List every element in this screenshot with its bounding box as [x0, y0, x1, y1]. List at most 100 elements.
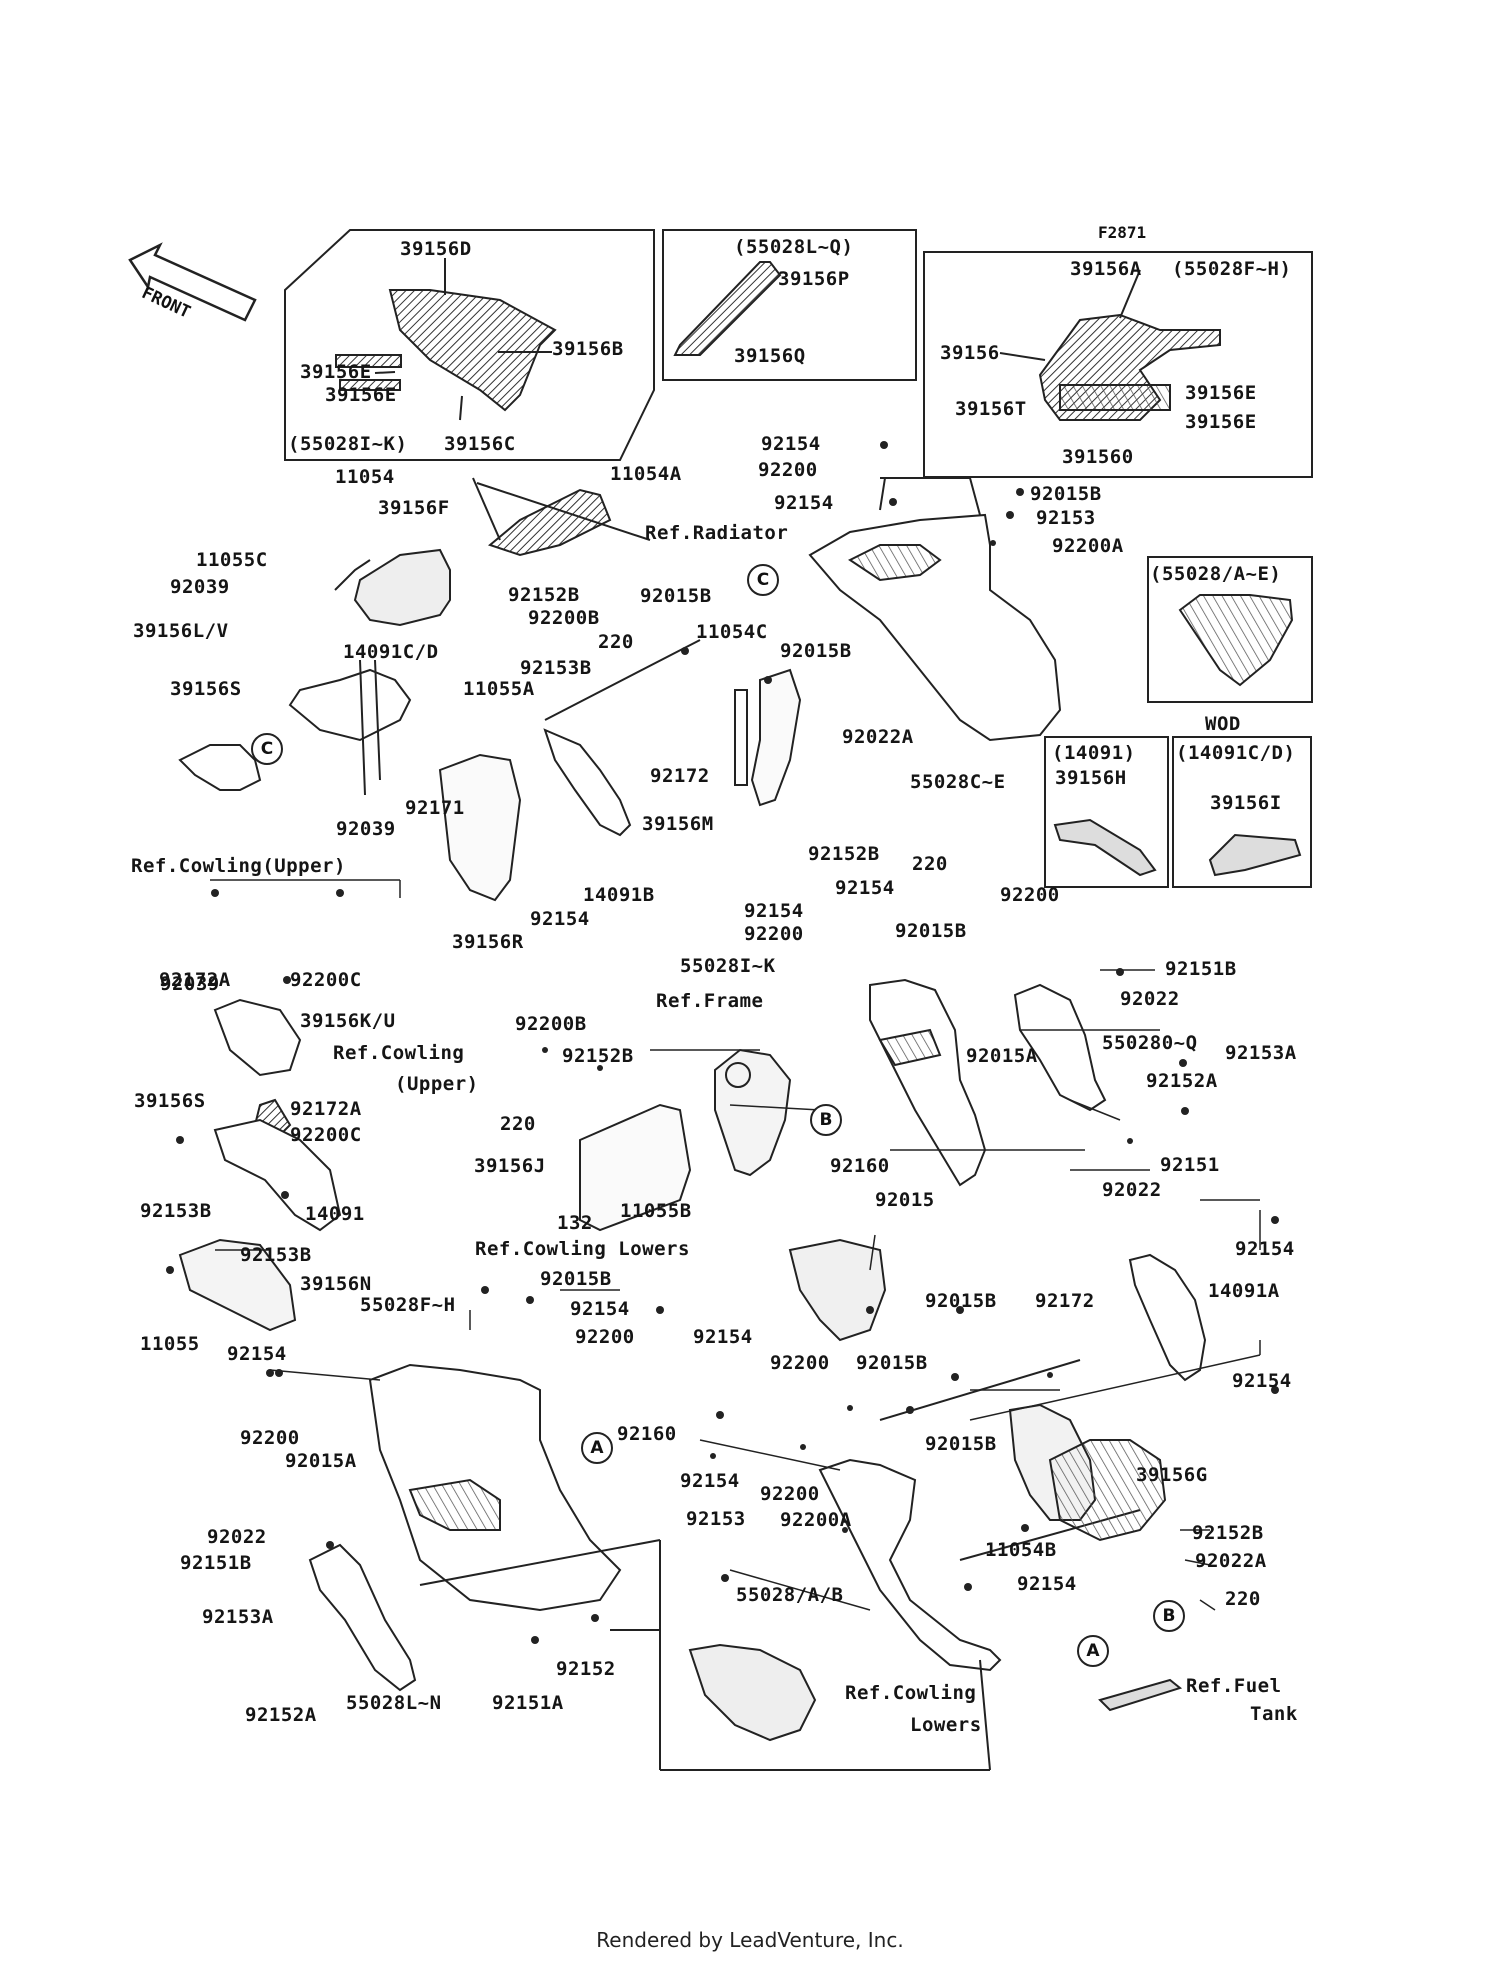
- ref-label: Ref.Cowling(Upper): [131, 855, 346, 877]
- part-label: 132: [557, 1212, 593, 1234]
- part-label: 39156Q: [734, 345, 806, 367]
- part-label: 92015B: [540, 1268, 612, 1290]
- part-label: 220: [500, 1113, 536, 1135]
- part-label: 92152B: [808, 843, 880, 865]
- part-label: 92015B: [925, 1433, 997, 1455]
- part-label: 55028F~H: [360, 1294, 456, 1316]
- part-label: 39156L/V: [133, 620, 229, 642]
- part-label: 92015B: [780, 640, 852, 662]
- part-label: 39156N: [300, 1273, 372, 1295]
- part-label: 39156I: [1210, 792, 1282, 814]
- part-label: 14091A: [1208, 1280, 1280, 1302]
- box4-variant: (55028/A~E): [1150, 563, 1282, 585]
- part-label: 39156C: [444, 433, 516, 455]
- part-label: 92153: [1036, 507, 1096, 529]
- part-label: 55028C~E: [910, 771, 1006, 793]
- part-label: 92153B: [240, 1244, 312, 1266]
- part-label: 92022: [1102, 1179, 1162, 1201]
- part-label: 39156S: [170, 678, 242, 700]
- part-label: 92152A: [1146, 1070, 1218, 1092]
- footer-credit: Rendered by LeadVenture, Inc.: [596, 1928, 904, 1952]
- part-label: 39156K/U: [300, 1010, 396, 1032]
- part-label: 92151B: [180, 1552, 252, 1574]
- part-label: 92022: [1120, 988, 1180, 1010]
- part-label: 39156A: [1070, 258, 1142, 280]
- part-label: 92200C: [290, 1124, 362, 1146]
- box1-variant: (55028I~K): [288, 433, 408, 455]
- box3-variant: (55028F~H): [1172, 258, 1292, 280]
- ref-label: Ref.Fuel: [1186, 1675, 1282, 1697]
- part-label: 39156E: [1185, 382, 1257, 404]
- ref-label: Ref.Frame: [656, 990, 764, 1012]
- part-label: 92200: [240, 1427, 300, 1449]
- part-label: 14091: [305, 1203, 365, 1225]
- part-label: 92154: [1232, 1370, 1292, 1392]
- part-label: 92151B: [1165, 958, 1237, 980]
- part-label: 55028L~N: [346, 1692, 442, 1714]
- part-label: 14091B: [583, 884, 655, 906]
- part-label: 92200C: [290, 969, 362, 991]
- part-label: 550280~Q: [1102, 1032, 1198, 1054]
- part-label: 92022: [207, 1526, 267, 1548]
- part-label: 92200A: [780, 1509, 852, 1531]
- part-label: 92015B: [856, 1352, 928, 1374]
- box5-outline: [1044, 736, 1169, 888]
- part-label: 39156P: [778, 268, 850, 290]
- part-label: 11055B: [620, 1200, 692, 1222]
- part-label: 92039: [160, 973, 220, 995]
- part-label: 92154: [774, 492, 834, 514]
- part-label: 92152A: [245, 1704, 317, 1726]
- part-label: 92172: [1035, 1290, 1095, 1312]
- part-label: 39156D: [400, 238, 472, 260]
- part-label: 92015A: [285, 1450, 357, 1472]
- part-label: 39156F: [378, 497, 450, 519]
- part-label: 92153: [686, 1508, 746, 1530]
- part-label: 92154: [744, 900, 804, 922]
- part-label: 92153A: [202, 1606, 274, 1628]
- part-label: 92160: [617, 1423, 677, 1445]
- part-label: 92200A: [1052, 535, 1124, 557]
- part-label: 92172: [650, 765, 710, 787]
- part-label: 39156S: [134, 1090, 206, 1112]
- box2-variant: (55028L~Q): [734, 236, 854, 258]
- part-label: 92200: [1000, 884, 1060, 906]
- part-label: 92200: [770, 1352, 830, 1374]
- part-label: 92039: [170, 576, 230, 598]
- figure-id: F2871: [1098, 223, 1147, 242]
- part-label: 39156E: [1185, 411, 1257, 433]
- part-label: 55028I~K: [680, 955, 776, 977]
- box5-variant: (14091): [1052, 742, 1136, 764]
- box2-outline: [662, 229, 917, 381]
- part-label: 92154: [570, 1298, 630, 1320]
- part-label: 39156T: [955, 398, 1027, 420]
- ref-label: Tank: [1250, 1703, 1298, 1725]
- part-label: 92154: [693, 1326, 753, 1348]
- box6-variant: (14091C/D): [1176, 742, 1296, 764]
- part-label: 92154: [530, 908, 590, 930]
- part-label: 220: [912, 853, 948, 875]
- part-label: 92015A: [966, 1045, 1038, 1067]
- part-label: 39156H: [1055, 767, 1127, 789]
- part-label: 39156E: [300, 361, 372, 383]
- part-label: 39156G: [1136, 1464, 1208, 1486]
- ref-label: Ref.Cowling: [845, 1682, 977, 1704]
- part-label: 92151: [1160, 1154, 1220, 1176]
- part-label: 39156M: [642, 813, 714, 835]
- callout-b: B: [810, 1104, 842, 1136]
- part-label: 92152B: [562, 1045, 634, 1067]
- ref-label: (Upper): [395, 1073, 479, 1095]
- part-label: 92022A: [842, 726, 914, 748]
- part-label: 92153B: [140, 1200, 212, 1222]
- part-label: 220: [598, 631, 634, 653]
- box4-outline: [1147, 556, 1313, 703]
- part-label: 92171: [405, 797, 465, 819]
- part-label: 14091C/D: [343, 641, 439, 663]
- ref-label: Ref.Cowling: [333, 1042, 465, 1064]
- part-label: 92154: [680, 1470, 740, 1492]
- part-label: 39156J: [474, 1155, 546, 1177]
- part-label: 39156R: [452, 931, 524, 953]
- part-label: 39156: [940, 342, 1000, 364]
- part-label: 92015: [875, 1189, 935, 1211]
